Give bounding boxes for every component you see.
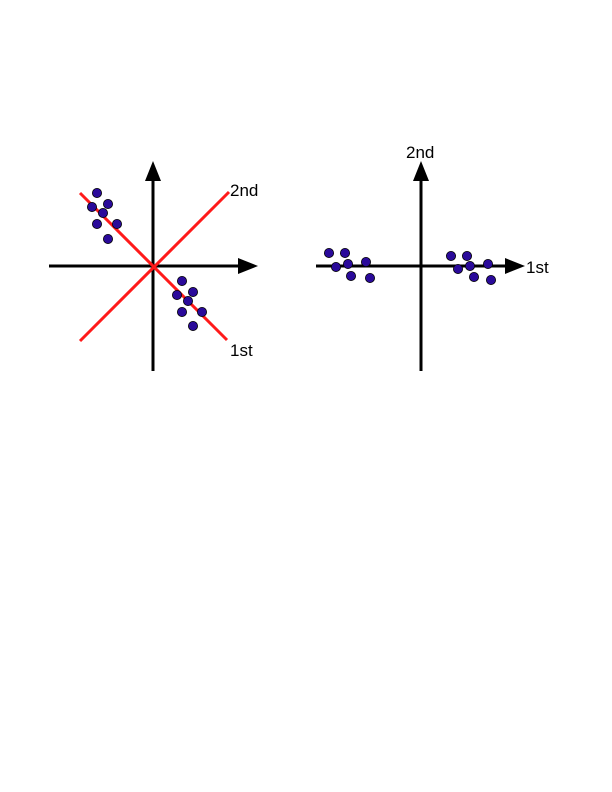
left-x-axis-arrow-icon — [238, 258, 258, 274]
right-y-axis-arrow-icon — [413, 161, 429, 181]
right-left-cluster — [323, 247, 375, 283]
data-point — [482, 258, 493, 269]
left-2nd-label: 2nd — [230, 181, 258, 200]
data-point — [171, 289, 182, 300]
data-point — [187, 320, 198, 331]
data-point — [196, 306, 207, 317]
data-point — [339, 247, 350, 258]
data-point — [345, 270, 356, 281]
data-point — [182, 295, 193, 306]
data-point — [364, 272, 375, 283]
data-point — [342, 258, 353, 269]
left-lower-cluster — [171, 275, 207, 331]
data-point — [461, 250, 472, 261]
data-point — [464, 260, 475, 271]
data-point — [112, 218, 123, 229]
data-point — [176, 306, 187, 317]
data-point — [485, 274, 496, 285]
data-point — [187, 286, 198, 297]
data-point — [98, 207, 109, 218]
right-x-axis-arrow-icon — [505, 258, 525, 274]
left-y-axis-arrow-icon — [145, 161, 161, 181]
data-point — [87, 201, 98, 212]
data-point — [445, 250, 456, 261]
data-point — [103, 233, 114, 244]
left-upper-cluster — [87, 187, 123, 244]
right-1st-label: 1st — [526, 258, 549, 277]
data-point — [452, 263, 463, 274]
data-point — [92, 187, 103, 198]
left-1st-label: 1st — [230, 341, 253, 360]
data-point — [103, 198, 114, 209]
right-right-cluster — [445, 250, 496, 285]
data-point — [323, 247, 334, 258]
right-panel: 2nd 1st — [316, 143, 549, 371]
data-point — [468, 271, 479, 282]
left-panel: 2nd 1st — [49, 161, 258, 371]
data-point — [330, 261, 341, 272]
data-point — [92, 218, 103, 229]
data-point — [176, 275, 187, 286]
right-2nd-label: 2nd — [406, 143, 434, 162]
data-point — [360, 256, 371, 267]
